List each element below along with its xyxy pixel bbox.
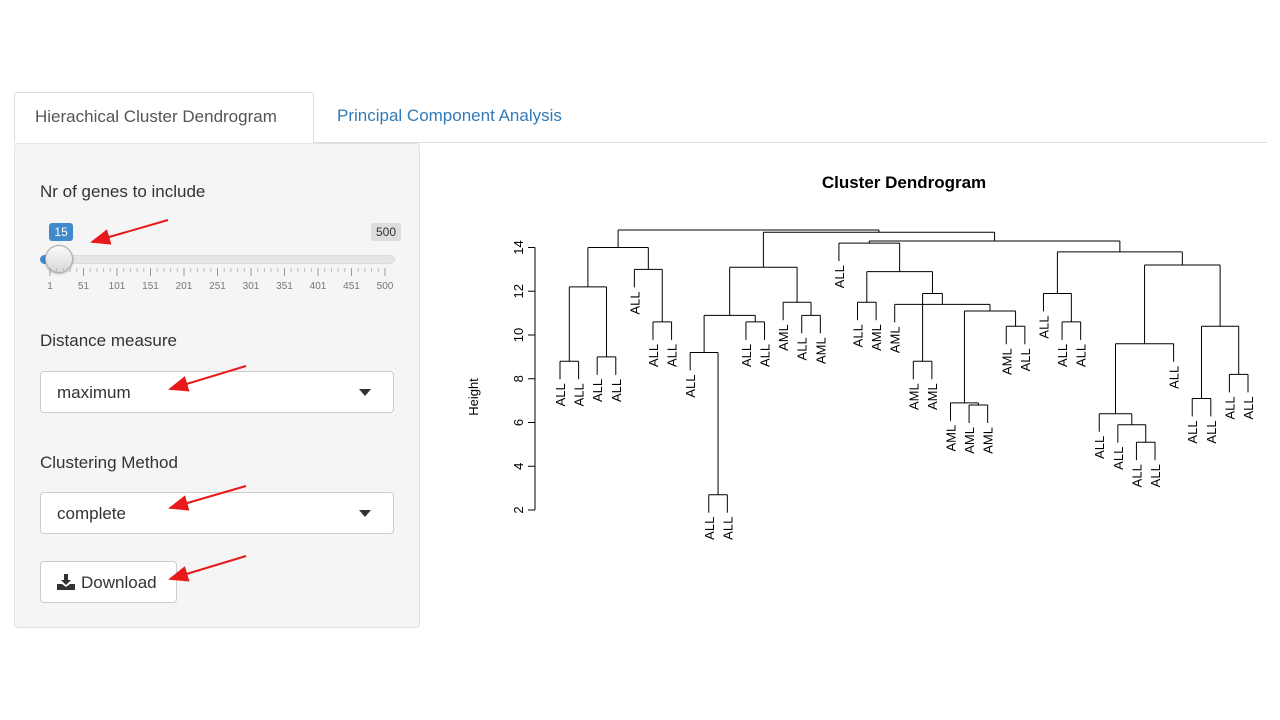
chevron-down-icon	[359, 389, 371, 396]
leaf-label: ALL	[572, 383, 587, 406]
leaf-label: ALL	[1018, 348, 1033, 371]
leaf-label: ALL	[1148, 464, 1163, 487]
chevron-down-icon	[359, 510, 371, 517]
y-tick-label: 2	[511, 506, 526, 513]
leaf-label: AML	[813, 337, 828, 364]
leaf-label: ALL	[590, 379, 605, 402]
leaf-label: ALL	[609, 379, 624, 402]
y-axis-label: Height	[466, 378, 481, 416]
slider-grid-label: 301	[242, 281, 260, 292]
slider-grid-label: 151	[142, 281, 159, 292]
leaf-label: ALL	[1092, 436, 1107, 459]
y-tick-label: 6	[511, 419, 526, 426]
leaf-label: ALL	[1129, 464, 1144, 487]
slider-track[interactable]	[40, 255, 395, 264]
y-tick-label: 8	[511, 375, 526, 382]
leaf-label: ALL	[739, 344, 754, 367]
slider-grid-label: 1	[47, 281, 53, 292]
tab-bar: Hierachical Cluster Dendrogram Principal…	[14, 92, 1267, 143]
genes-label: Nr of genes to include	[40, 182, 206, 201]
slider-grid-label: 201	[175, 281, 193, 292]
leaf-label: AML	[906, 383, 921, 410]
distance-label: Distance measure	[40, 331, 178, 350]
slider-grid-label: 101	[108, 281, 126, 292]
slider-ticks	[49, 268, 386, 276]
leaf-label: ALL	[646, 344, 661, 367]
download-button[interactable]: Download	[40, 561, 177, 603]
y-tick-label: 14	[511, 240, 526, 254]
leaf-label: ALL	[1036, 315, 1051, 338]
leaf-label: ALL	[758, 344, 773, 367]
distance-value: maximum	[57, 383, 131, 402]
leaf-label: AML	[925, 383, 940, 410]
leaf-label: AML	[776, 324, 791, 351]
method-label: Clustering Method	[40, 453, 178, 472]
slider-grid-label: 251	[209, 281, 226, 292]
leaf-label: AML	[888, 326, 903, 353]
y-axis: 2 4 6 8 10 12 14	[511, 240, 536, 514]
leaf-label: ALL	[832, 265, 847, 288]
leaf-label: ALL	[553, 383, 568, 406]
leaf-label: ALL	[1241, 396, 1256, 419]
leaf-label: ALL	[851, 324, 866, 347]
slider-grid-label: 51	[77, 281, 90, 292]
leaf-label: ALL	[1204, 420, 1219, 443]
tab-pca[interactable]: Principal Component Analysis	[337, 106, 562, 125]
slider-max-badge: 500	[371, 223, 402, 241]
slider-grid-label: 351	[276, 281, 293, 292]
leaf-label: ALL	[1074, 344, 1089, 367]
slider-grid-label: 451	[343, 281, 360, 292]
leaf-label: ALL	[1055, 344, 1070, 367]
leaf-label: ALL	[702, 517, 717, 540]
slider-grid-label: 500	[376, 281, 394, 292]
tab-dendrogram[interactable]: Hierachical Cluster Dendrogram	[14, 92, 314, 143]
download-icon	[57, 574, 75, 590]
y-tick-label: 12	[511, 284, 526, 298]
method-value: complete	[57, 504, 126, 523]
y-tick-label: 10	[511, 328, 526, 342]
leaf-label: ALL	[665, 344, 680, 367]
leaf-label: AML	[869, 324, 884, 351]
y-tick-label: 4	[511, 463, 526, 470]
leaf-label: AML	[962, 427, 977, 454]
leaf-label: ALL	[720, 517, 735, 540]
leaf-label: ALL	[683, 375, 698, 398]
leaf-label: ALL	[1111, 447, 1126, 470]
download-label: Download	[81, 573, 157, 592]
leaf-label: AML	[981, 427, 996, 454]
leaf-label: ALL	[1222, 396, 1237, 419]
slider-grid-label: 401	[309, 281, 327, 292]
leaf-label: ALL	[795, 337, 810, 360]
leaf-label: AML	[943, 425, 958, 452]
dendrogram-tree	[559, 229, 1249, 513]
leaf-label: ALL	[627, 291, 642, 314]
slider-value-badge: 15	[49, 223, 73, 241]
dendrogram-chart: Cluster Dendrogram Height 2 4 6 8 10 12 14 ALL…	[466, 173, 1256, 540]
method-select[interactable]: complete	[40, 492, 394, 534]
leaf-label: AML	[999, 348, 1014, 375]
distance-select[interactable]: maximum	[40, 371, 394, 413]
leaf-label: ALL	[1167, 366, 1182, 389]
leaf-label: ALL	[1185, 420, 1200, 443]
chart-title: Cluster Dendrogram	[822, 173, 986, 192]
